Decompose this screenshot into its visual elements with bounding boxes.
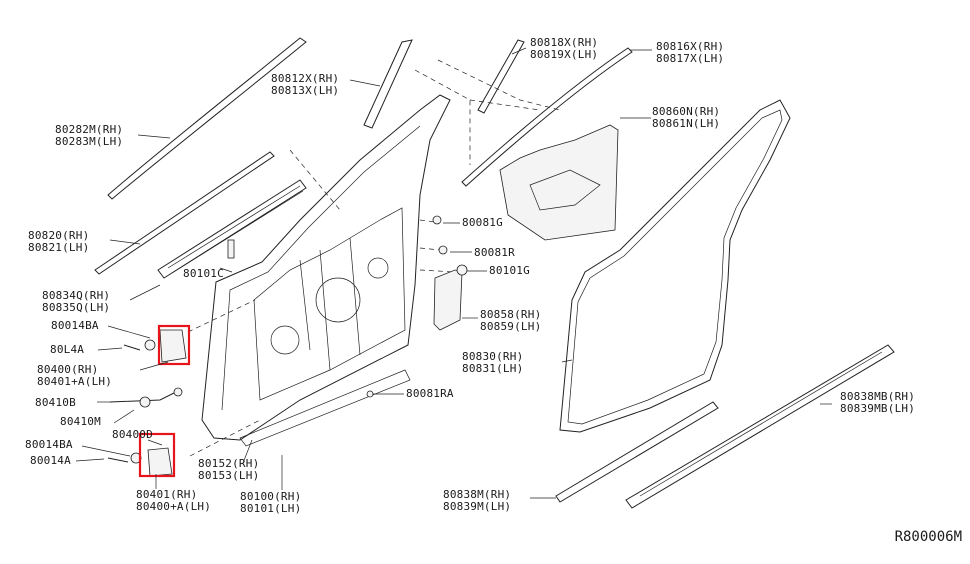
- assembly-lines: [187, 59, 561, 457]
- hinge-parts: [107, 329, 187, 477]
- label-80081r: 80081R: [474, 246, 515, 259]
- label-80014a: 80014A: [30, 454, 71, 467]
- label-80838m: 80838M(RH)80839M(LH): [443, 488, 512, 513]
- label-80834q: 80834Q(RH)80835Q(LH): [42, 289, 111, 314]
- label-80858: 80858(RH)80859(LH): [480, 308, 542, 333]
- label-80860n: 80860N(RH)80861N(LH): [652, 105, 721, 130]
- label-80101c: 80101C: [183, 267, 224, 280]
- label-80812x: 80812X(RH)80813X(LH): [271, 72, 340, 97]
- sill-moulding-lower: [555, 401, 719, 503]
- label-80818x: 80818X(RH)80819X(LH): [530, 36, 599, 61]
- small-clips: [227, 215, 468, 398]
- label-80838mb: 80838MB(RH)80839MB(LH): [840, 390, 916, 415]
- trim-pad: [433, 269, 463, 331]
- label-80816x: 80816X(RH)80817X(LH): [656, 40, 725, 65]
- label-80081ra: 80081RA: [406, 387, 454, 400]
- label-80400d: 80400D: [112, 428, 153, 441]
- label-80401: 80401(RH)80400+A(LH): [136, 488, 212, 513]
- label-80100: 80100(RH)80101(LH): [240, 490, 302, 515]
- sill-moulding-upper: [625, 344, 895, 509]
- leader-lines: [75, 47, 832, 499]
- label-80830: 80830(RH)80831(LH): [462, 350, 524, 375]
- door-panel: [201, 94, 451, 447]
- belt-moulding-outer: [107, 37, 307, 200]
- door-weatherstrip: [559, 99, 791, 433]
- label-80101g: 80101G: [489, 264, 530, 277]
- label-80014ba-upper: 80014BA: [51, 319, 99, 332]
- sash-moulding: [363, 39, 413, 129]
- glass-run-lower: [157, 179, 307, 279]
- label-80400: 80400(RH)80401+A(LH): [37, 363, 113, 388]
- label-80152: 80152(RH)80153(LH): [198, 457, 260, 482]
- hinge-upper-highlight: [157, 324, 191, 366]
- label-80081g: 80081G: [462, 216, 503, 229]
- hinge-lower-highlight: [138, 432, 176, 478]
- sash-moulding-rear: [477, 39, 525, 114]
- label-80l4a: 80L4A: [50, 343, 85, 356]
- label-80410m: 80410M: [60, 415, 101, 428]
- parting-strip: [461, 47, 633, 187]
- label-80014ba-lower: 80014BA: [25, 438, 73, 451]
- weatherstrip-inner: [94, 151, 275, 275]
- label-80820: 80820(RH)80821(LH): [28, 229, 90, 254]
- label-80410b: 80410B: [35, 396, 76, 409]
- label-80282m: 80282M(RH)80283M(LH): [55, 123, 124, 148]
- sealing-screen: [499, 124, 619, 241]
- diagram-code: R800006M: [894, 529, 962, 545]
